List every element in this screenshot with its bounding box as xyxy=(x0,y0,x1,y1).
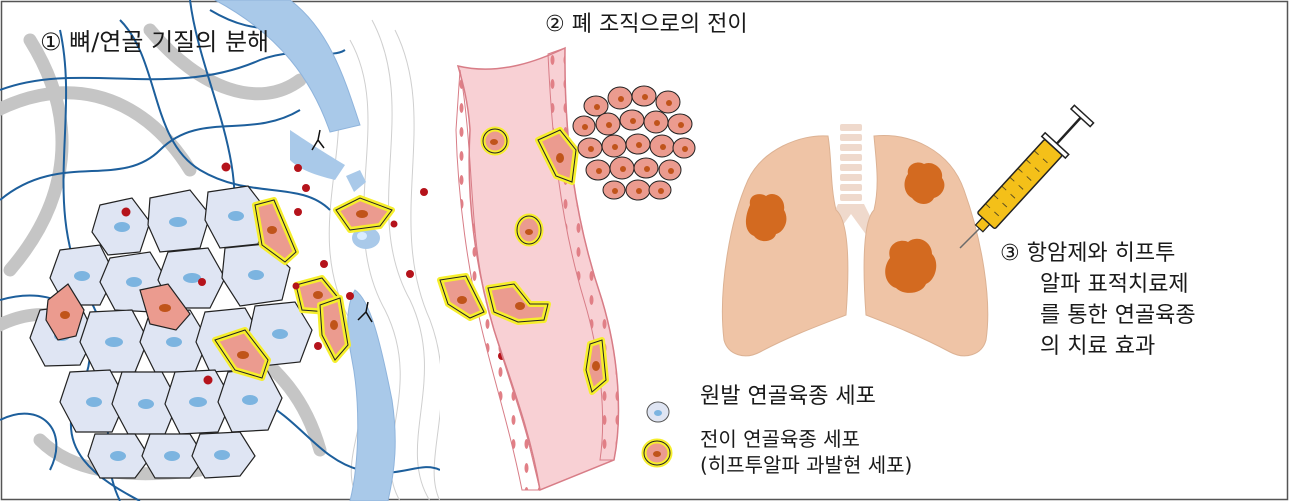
step-3-line-4: 의 치료 효과 xyxy=(1000,331,1196,362)
bone-crack-1 xyxy=(312,130,324,150)
step-3-line-1: ③ 항암제와 히프투 xyxy=(1000,238,1196,269)
primary-cell-icon xyxy=(647,402,669,422)
legend-metastatic-label: 전이 연골육종 세포 (히프투알파 과발현 세포) xyxy=(700,426,912,478)
step-3-line-2: 알파 표적치료제 xyxy=(1000,269,1196,300)
trachea xyxy=(840,124,862,201)
legend-metastatic-line-2: (히프투알파 과발현 세포) xyxy=(700,452,912,478)
bone-chip-1 xyxy=(290,130,345,180)
syringe-icon xyxy=(960,103,1096,248)
legend-primary-label: 원발 연골육종 세포 xyxy=(700,384,876,410)
left-lung xyxy=(722,136,847,356)
bone-fragment xyxy=(346,170,366,192)
step-1-label: ① 뼈/연골 기질의 분해 xyxy=(40,28,269,57)
step-3-label: ③ 항암제와 히프투 알파 표적치료제 를 통한 연골육종 의 치료 효과 xyxy=(1000,238,1196,362)
metastatic-colony xyxy=(573,86,695,200)
bone-fragment-highlight xyxy=(357,232,367,240)
bone-wall-top xyxy=(215,0,360,132)
bone-matrix-region xyxy=(0,0,442,501)
metastatic-cell-icon xyxy=(644,441,670,465)
step-3-line-3: 를 통한 연골육종 xyxy=(1000,300,1196,331)
step-2-label: ② 폐 조직으로의 전이 xyxy=(545,12,748,38)
lung-icon xyxy=(722,124,987,356)
legend-metastatic-line-1: 전이 연골육종 세포 xyxy=(700,426,912,452)
